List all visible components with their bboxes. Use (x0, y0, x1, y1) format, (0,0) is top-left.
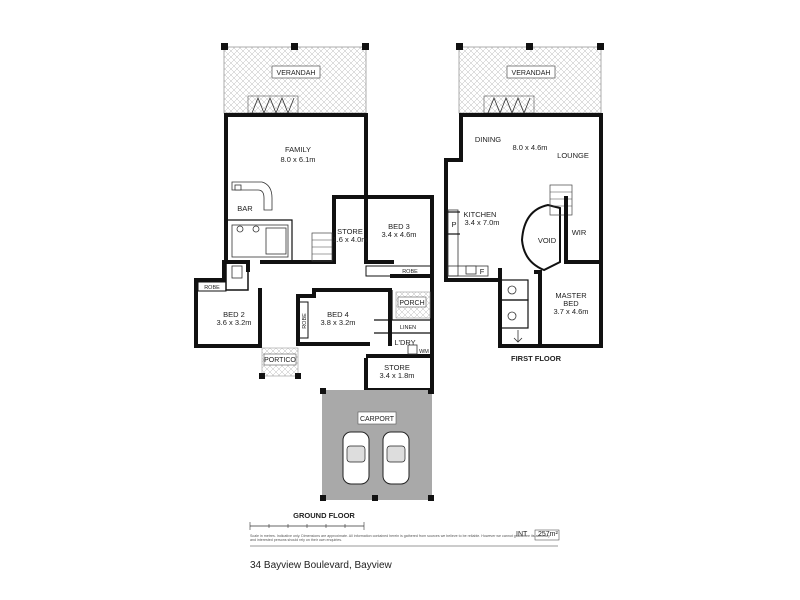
linen-label: LINEN (400, 325, 416, 331)
scale-bar (249, 522, 365, 530)
car-icon (382, 431, 410, 485)
disclaimer-text: Scale in metres. Indicative only. Dimens… (250, 534, 550, 543)
master-dims: 3.7 x 4.6m (553, 307, 588, 316)
family-label: FAMILY (285, 145, 311, 154)
lounge-label: LOUNGE (557, 151, 589, 160)
laundry-label: L'DRY (394, 338, 415, 347)
ground-verandah-area (223, 46, 367, 114)
store-label-2: STORE (384, 363, 410, 372)
ground-floor-title: GROUND FLOOR (293, 511, 355, 520)
wm-label: WM (419, 349, 429, 355)
wir-label: WIR (572, 228, 587, 237)
first-verandah-label: VERANDAH (512, 70, 551, 77)
area-box (534, 529, 560, 541)
bed3-dims: 3.4 x 4.6m (381, 230, 416, 239)
robe-label-2: ROBE (204, 285, 220, 291)
master-bed-label: BED (563, 299, 579, 308)
void-label: VOID (538, 236, 557, 245)
dining-label: DINING (475, 135, 501, 144)
bifold-door-icon (487, 96, 531, 115)
carport-area (322, 390, 432, 500)
void-outline (520, 203, 561, 272)
robe-label-1: ROBE (402, 269, 418, 275)
area-label: INT (516, 531, 528, 538)
first-floor-plan: VERANDAH DINING 8.0 x 4.6m (444, 43, 604, 363)
store-dims-1: 1.6 x 4.0m (332, 235, 367, 244)
porch-label: PORCH (399, 300, 424, 307)
family-dims: 8.0 x 6.1m (280, 155, 315, 164)
bar-counter-icon (231, 181, 273, 211)
robe-label-3: ROBE (302, 313, 308, 329)
store-label-1: STORE (337, 227, 363, 236)
stair-icon (549, 184, 573, 216)
portico-label: PORTICO (264, 357, 296, 364)
bed2-label: BED 2 (223, 310, 245, 319)
store-dims-2: 3.4 x 1.8m (379, 371, 414, 380)
carport-label: CARPORT (360, 416, 395, 423)
first-verandah-area (458, 46, 602, 114)
area-value: 257m² (538, 531, 558, 538)
bed3-label: BED 3 (388, 222, 410, 231)
ground-verandah-label: VERANDAH (277, 70, 316, 77)
bar-label: BAR (237, 204, 253, 213)
pantry-label: P (451, 220, 456, 229)
master-label: MASTER (555, 291, 587, 300)
car-icon (342, 431, 370, 485)
bed2-dims: 3.6 x 3.2m (216, 318, 251, 327)
property-address: 34 Bayview Boulevard, Bayview (250, 560, 392, 571)
bed4-dims: 3.8 x 3.2m (320, 318, 355, 327)
ground-floor-plan: VERANDAH ROBE ROBE (194, 43, 434, 520)
bed4-label: BED 4 (327, 310, 349, 319)
living-dims: 8.0 x 4.6m (512, 143, 547, 152)
fridge-label: F (480, 267, 485, 276)
first-floor-title: FIRST FLOOR (511, 354, 562, 363)
bifold-door-icon (251, 96, 295, 115)
kitchen-label: KITCHEN (464, 210, 497, 219)
kitchen-dims: 3.4 x 7.0m (464, 218, 499, 227)
